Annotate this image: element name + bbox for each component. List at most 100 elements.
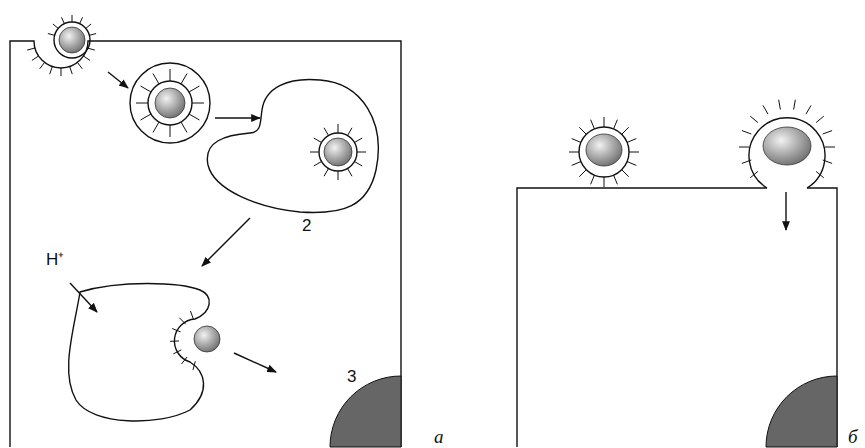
coat-spike — [354, 162, 362, 167]
coat-spike — [742, 131, 751, 134]
arrow — [202, 218, 250, 266]
coat-spike — [83, 56, 90, 60]
coat-spike — [192, 103, 204, 104]
coat-spike — [48, 34, 55, 36]
vesicle-membrane — [130, 63, 210, 143]
coat-spike — [53, 24, 58, 28]
ligand-sphere — [586, 134, 622, 166]
nucleus — [766, 376, 837, 447]
coat-spike — [87, 48, 95, 50]
coat-spike — [86, 24, 91, 28]
coat-spike — [181, 122, 187, 132]
coat-spike — [181, 74, 187, 84]
coat-ring — [54, 22, 90, 58]
arrow — [108, 72, 128, 88]
coat-spike — [572, 139, 581, 143]
ligand-sphere — [763, 127, 811, 165]
arrow — [215, 117, 260, 118]
ligand-sphere — [59, 27, 85, 53]
coat-spike — [314, 138, 322, 143]
coat-spike — [357, 152, 366, 153]
coat-spike — [604, 177, 605, 187]
coat-spike — [572, 162, 581, 166]
coat-spike — [324, 128, 329, 136]
coat-spike — [314, 162, 322, 167]
cell-membrane — [517, 188, 837, 447]
coat-spike — [70, 67, 73, 75]
coat-spike — [72, 15, 73, 22]
coat-spike — [823, 160, 832, 163]
coat-spike — [579, 127, 586, 134]
coat-spike — [170, 69, 171, 81]
coat-spike — [348, 128, 353, 136]
coat-spike — [614, 175, 618, 184]
coat-spike — [579, 170, 586, 177]
coat-ring — [319, 133, 357, 171]
coat-spike — [825, 147, 835, 148]
coat-spike — [80, 17, 83, 23]
panel-letter: a — [434, 427, 444, 446]
coat-spike — [338, 171, 339, 180]
callout-number: 3 — [347, 368, 356, 385]
coat-spike — [629, 152, 639, 153]
coat-spike — [189, 114, 199, 120]
arrow — [70, 283, 97, 312]
coat-spike — [614, 120, 618, 129]
coat-spike — [40, 62, 45, 68]
coat-spike — [61, 17, 64, 23]
coat-spike — [190, 311, 193, 319]
coat-spike — [170, 125, 171, 137]
coat-spike — [170, 340, 179, 341]
coat-spike — [77, 62, 82, 68]
coat-spike — [153, 74, 159, 84]
coat-spike — [750, 116, 758, 122]
coat-spike — [604, 117, 605, 127]
arrow — [785, 192, 786, 230]
coat-ring — [579, 127, 629, 177]
coat-spike — [816, 171, 824, 177]
coat-spike — [622, 127, 629, 134]
ligand-sphere — [324, 138, 352, 166]
coat-spike — [61, 68, 62, 76]
coat-spike — [32, 56, 39, 60]
lysosome — [69, 284, 210, 421]
coat-spike — [324, 168, 329, 176]
nucleus — [330, 376, 401, 447]
endosome — [207, 80, 378, 213]
cell-membrane — [10, 41, 401, 447]
coat-spike — [627, 139, 636, 143]
coat-spike — [806, 105, 811, 114]
coat-spike — [627, 162, 636, 166]
ligand-sphere — [194, 326, 220, 352]
coat-spike — [622, 170, 629, 177]
coat-spike — [338, 124, 339, 133]
coat-spike — [172, 329, 180, 332]
coat-spike — [136, 103, 148, 104]
coat-spike — [189, 86, 199, 92]
coat-spike — [739, 147, 749, 148]
coat-spike — [89, 34, 96, 36]
coat-spike — [742, 160, 751, 163]
coat-spike — [750, 171, 758, 177]
coat-spike — [779, 100, 781, 110]
coat-spike — [141, 86, 151, 92]
coat-spike — [181, 357, 187, 364]
coat-spike — [310, 152, 319, 153]
ligand-sphere — [155, 88, 185, 118]
coat-spike — [591, 120, 595, 129]
coat-spike — [348, 168, 353, 176]
coat-spike — [816, 116, 824, 122]
coat-spike — [153, 122, 159, 132]
ion-label: H⁺ — [46, 251, 64, 268]
coat-spike — [179, 318, 185, 324]
coat-spike — [141, 114, 151, 120]
coat-spike — [50, 67, 53, 75]
coat-spike — [173, 350, 181, 354]
coat-spike — [794, 100, 796, 110]
coat-spike — [591, 175, 595, 184]
callout-number: 2 — [302, 217, 311, 234]
coat-spike — [823, 131, 832, 134]
coat-spike — [193, 361, 195, 370]
